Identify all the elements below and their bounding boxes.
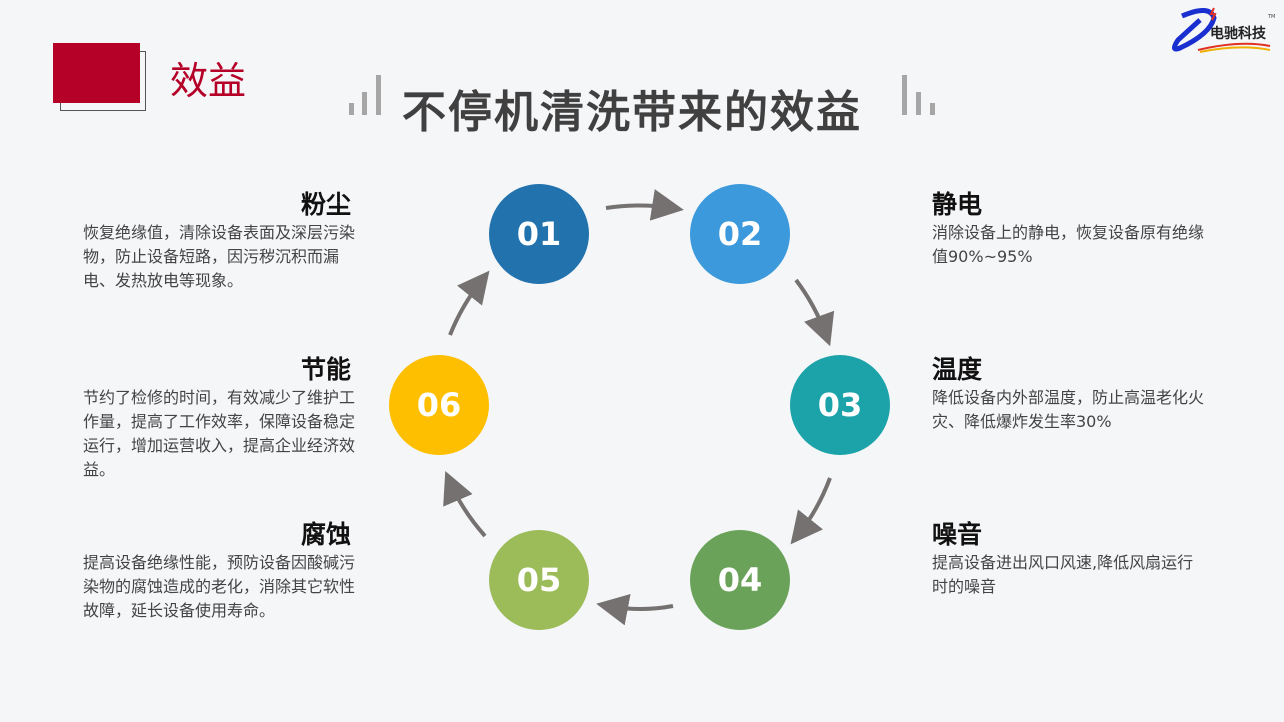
step-description: 恢复绝缘值，清除设备表面及深层污染物，防止设备短路，因污秽沉积而漏电、发热放电等… (83, 223, 356, 290)
title-decoration-bar (362, 92, 367, 115)
arrow-03-04 (790, 477, 832, 545)
step-title: 腐蚀 (300, 520, 351, 549)
step-description: 提高设备绝缘性能，预防设备因酸碱污染物的腐蚀造成的老化，消除其它软性故障，延长设… (83, 553, 356, 620)
section-title: 效益 (170, 59, 247, 103)
svg-text:电驰科技: 电驰科技 (1210, 25, 1267, 42)
arrow-06-01 (448, 270, 490, 336)
arrow-02-03 (794, 278, 835, 347)
svg-text:TM: TM (1267, 14, 1275, 20)
step-circle-01: 01 (489, 184, 589, 284)
step-title: 粉尘 (300, 190, 351, 219)
step-description: 提高设备进出风口风速,降低风扇运行时的噪音 (932, 553, 1194, 596)
step-circle-06: 06 (389, 355, 489, 455)
step-title: 静电 (932, 190, 983, 219)
step-description: 降低设备内外部温度，防止高温老化火灾、降低爆炸发生率30% (932, 388, 1205, 431)
section-marker (53, 43, 140, 103)
main-title: 不停机清洗带来的效益 (402, 87, 862, 138)
arrow-04-05 (596, 593, 674, 626)
section-marker-shadow (60, 51, 146, 111)
arrow-05-06 (443, 470, 487, 538)
title-decoration-bar (930, 103, 935, 115)
step-title: 温度 (932, 355, 983, 384)
step-circle-02: 02 (690, 184, 790, 284)
step-circle-04: 04 (690, 530, 790, 630)
step-circle-05: 05 (489, 530, 589, 630)
step-circle-03: 03 (790, 355, 890, 455)
title-decoration-bar (916, 92, 921, 115)
title-decoration-bar (376, 75, 381, 115)
step-title: 噪音 (932, 520, 983, 549)
step-description: 消除设备上的静电，恢复设备原有绝缘值90%~95% (932, 223, 1205, 266)
title-decoration-bar (349, 103, 354, 115)
arrow-01-02 (605, 189, 684, 221)
step-title: 节能 (300, 355, 351, 384)
title-decoration-bar (902, 75, 907, 115)
step-description: 节约了检修的时间，有效减少了维护工作量，提高了工作效率，保障设备稳定运行，增加运… (83, 388, 356, 479)
